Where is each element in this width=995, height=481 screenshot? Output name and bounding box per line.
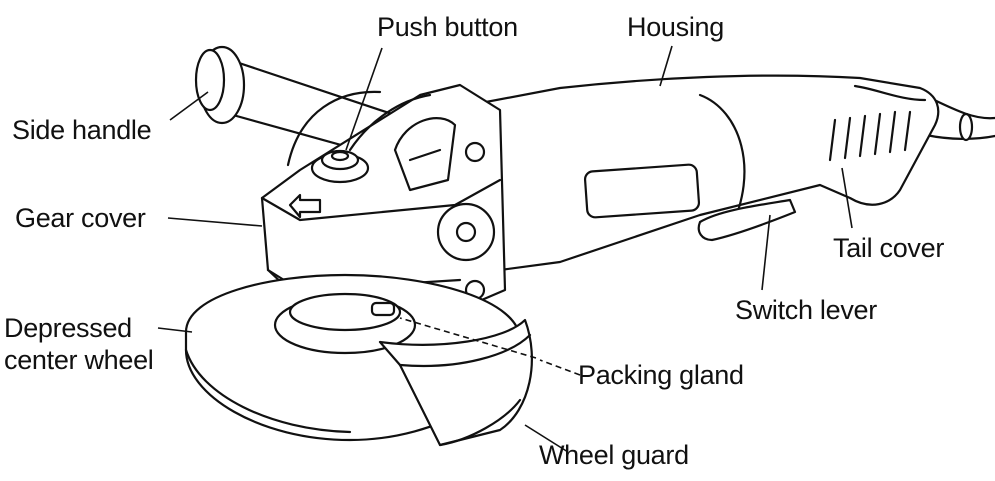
label-switch-lever: Switch lever xyxy=(735,295,877,325)
label-side-handle: Side handle xyxy=(12,115,151,145)
label-push-button: Push button xyxy=(377,12,518,42)
leader-gear-cover xyxy=(168,218,262,226)
label-packing-gland: Packing gland xyxy=(578,360,744,390)
label-depressed-center-wheel-line2: center wheel xyxy=(4,345,154,375)
leader-switch-lever xyxy=(762,215,770,290)
label-tail-cover: Tail cover xyxy=(833,233,944,263)
label-wheel-guard: Wheel guard xyxy=(539,440,689,470)
label-housing: Housing xyxy=(627,12,724,42)
label-depressed-center-wheel-line1: Depressed xyxy=(4,313,132,343)
label-gear-cover: Gear cover xyxy=(15,203,146,233)
